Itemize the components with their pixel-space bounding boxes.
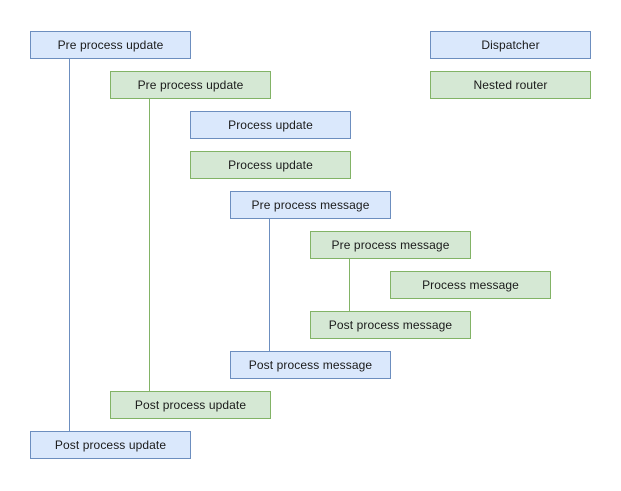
connector-pre-post-process-update-dispatcher	[69, 59, 70, 431]
node-pre-process-message-dispatcher[interactable]: Pre process message	[230, 191, 391, 219]
node-process-message-nested[interactable]: Process message	[390, 271, 551, 299]
node-process-update-nested[interactable]: Process update	[190, 151, 351, 179]
connector-pre-post-process-message-dispatcher	[269, 219, 270, 351]
legend-dispatcher[interactable]: Dispatcher	[430, 31, 591, 59]
node-pre-process-update-dispatcher[interactable]: Pre process update	[30, 31, 191, 59]
legend-nested-router[interactable]: Nested router	[430, 71, 591, 99]
connector-pre-post-process-update-nested	[149, 99, 150, 391]
node-process-update-dispatcher[interactable]: Process update	[190, 111, 351, 139]
node-pre-process-update-nested[interactable]: Pre process update	[110, 71, 271, 99]
node-post-process-message-nested[interactable]: Post process message	[310, 311, 471, 339]
node-post-process-update-dispatcher[interactable]: Post process update	[30, 431, 191, 459]
node-post-process-update-nested[interactable]: Post process update	[110, 391, 271, 419]
node-post-process-message-dispatcher[interactable]: Post process message	[230, 351, 391, 379]
node-pre-process-message-nested[interactable]: Pre process message	[310, 231, 471, 259]
connector-pre-post-process-message-nested	[349, 259, 350, 311]
